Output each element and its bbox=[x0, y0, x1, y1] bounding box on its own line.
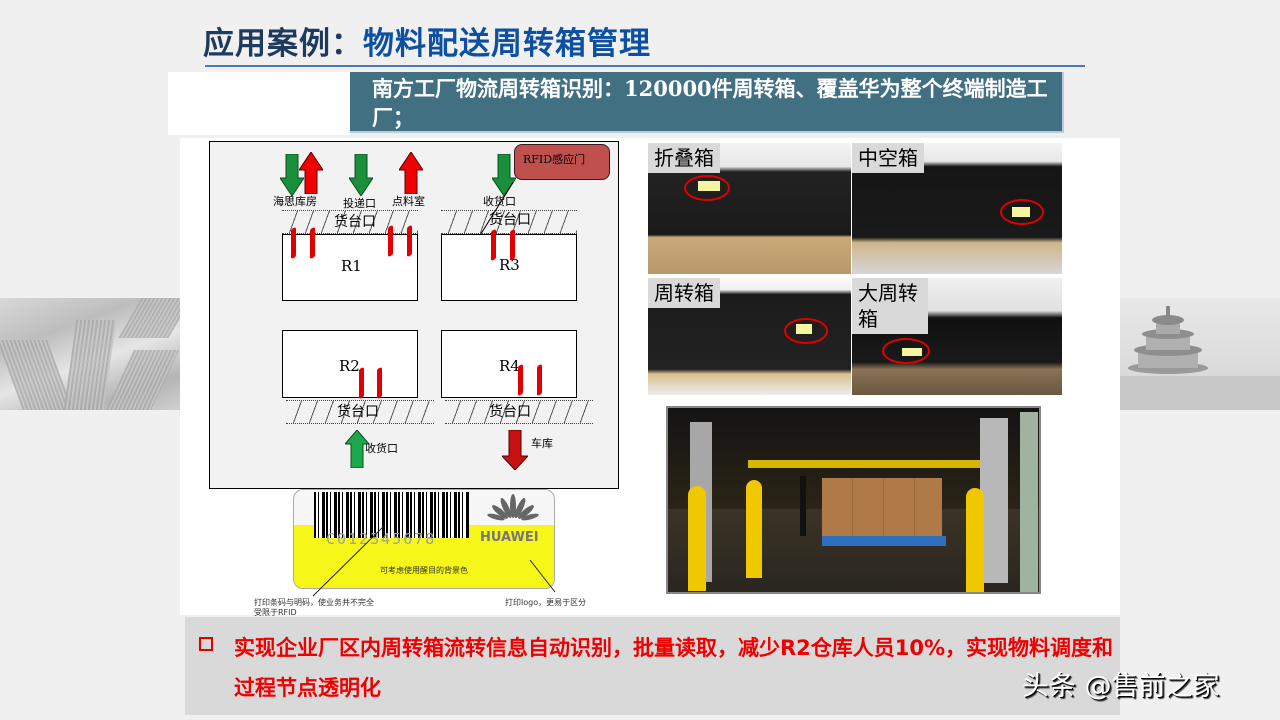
dock-label-r3: 货台口 bbox=[489, 212, 531, 228]
dock-r3 bbox=[441, 210, 577, 234]
yellow-note: 可考虑使用醒目的背景色 bbox=[380, 566, 468, 575]
page-title: 应用案例：物料配送周转箱管理 bbox=[203, 18, 651, 63]
label-garage: 车库 bbox=[531, 437, 553, 450]
rfid-gate bbox=[388, 224, 393, 258]
room-r1 bbox=[282, 234, 418, 301]
highlight-circle bbox=[684, 175, 730, 201]
highlight-circle bbox=[784, 318, 828, 344]
room-label-r4: R4 bbox=[499, 357, 520, 375]
dock-r1 bbox=[282, 210, 418, 234]
label-receiving-port-bottom: 收货口 bbox=[365, 442, 398, 455]
photo-folding-box: 折叠箱 bbox=[648, 143, 851, 274]
photo-label-turnover-box: 周转箱 bbox=[648, 278, 720, 308]
dock-label-r1: 货台口 bbox=[334, 214, 376, 230]
watermark: 头条 @售前之家 bbox=[1022, 671, 1220, 702]
label-hisilicon-warehouse: 海思库房 bbox=[273, 195, 317, 208]
highlight-circle bbox=[1000, 199, 1044, 225]
inbound-arrow-icon bbox=[280, 154, 304, 196]
inbound-arrow-icon bbox=[349, 154, 373, 196]
rfid-gate bbox=[491, 228, 496, 262]
outbound-arrow-icon bbox=[299, 152, 323, 194]
photo-label-folding-box: 折叠箱 bbox=[648, 143, 720, 173]
note-logo: 打印logo，更易于区分 bbox=[505, 598, 587, 607]
box-label-sample: C012345678 HUAWEI 可考虑使用醒目的背景色 bbox=[293, 489, 555, 589]
rfid-gate bbox=[377, 366, 382, 400]
dock-label-r2: 货台口 bbox=[337, 404, 379, 420]
note-barcode: 打印条码与明码，使业务并不完全受限于RFID bbox=[254, 598, 374, 617]
barcode-icon bbox=[314, 492, 469, 538]
title-main: 物料配送周转箱管理 bbox=[363, 26, 651, 62]
label-counting-room: 点料室 bbox=[392, 195, 425, 208]
rfid-gate bbox=[310, 226, 315, 260]
rfid-gate bbox=[407, 224, 412, 258]
room-r2 bbox=[282, 330, 418, 398]
dock-label-r4: 货台口 bbox=[489, 404, 531, 420]
summary-text: 实现企业厂区内周转箱流转信息自动识别，批量读取，减少R2仓库人员10%，实现物料… bbox=[234, 636, 1114, 700]
room-label-r3: R3 bbox=[499, 256, 520, 274]
checkbox-bullet-icon bbox=[199, 637, 213, 651]
dock-r2 bbox=[286, 400, 434, 424]
huawei-logo-text: HUAWEI bbox=[480, 530, 539, 545]
factory-layout-diagram: 海思库房 投递口 点料室 收货口 RFID感应门 货台口 货台口 R1 R3 R… bbox=[209, 141, 619, 489]
temple-of-heaven-background-image bbox=[1120, 298, 1280, 410]
room-r4 bbox=[441, 330, 577, 398]
annotation-lines bbox=[312, 524, 556, 597]
outbound-arrow-icon bbox=[399, 152, 423, 194]
skyscraper-background-image bbox=[0, 298, 180, 410]
rfid-gate bbox=[537, 363, 542, 397]
barcode-number: C012345678 bbox=[326, 530, 437, 548]
photo-label-large-turnover-box: 大周转箱 bbox=[852, 278, 928, 334]
rfid-gate bbox=[291, 226, 296, 260]
inbound-arrow-icon bbox=[345, 430, 369, 468]
room-r3 bbox=[441, 234, 577, 301]
inbound-arrow-icon bbox=[492, 154, 516, 196]
warehouse-rfid-gate-photo bbox=[666, 406, 1041, 594]
huawei-logo-icon bbox=[487, 494, 539, 521]
rfid-gate bbox=[510, 228, 515, 262]
room-label-r1: R1 bbox=[341, 257, 362, 275]
rfid-gate-callout: RFID感应门 bbox=[514, 144, 610, 180]
title-divider bbox=[205, 65, 1085, 67]
label-delivery-port: 投递口 bbox=[343, 197, 376, 210]
dock-r4 bbox=[445, 400, 593, 424]
summary-band bbox=[185, 617, 1120, 715]
photo-label-hollow-box: 中空箱 bbox=[852, 143, 924, 173]
photo-hollow-box: 中空箱 bbox=[852, 143, 1062, 274]
photo-large-turnover-box: 大周转箱 bbox=[852, 278, 1062, 395]
rfid-gate bbox=[359, 366, 364, 400]
title-prefix: 应用案例： bbox=[203, 26, 363, 62]
photo-turnover-box: 周转箱 bbox=[648, 278, 851, 395]
subtitle-banner: 南方工厂物流周转箱识别：120000件周转箱、覆盖华为整个终端制造工厂； bbox=[350, 72, 1064, 133]
highlight-circle bbox=[882, 338, 930, 364]
outbound-arrow-icon bbox=[502, 430, 528, 470]
rfid-gate bbox=[518, 363, 523, 397]
room-label-r2: R2 bbox=[339, 357, 360, 375]
decorative-white-tab bbox=[168, 72, 350, 135]
